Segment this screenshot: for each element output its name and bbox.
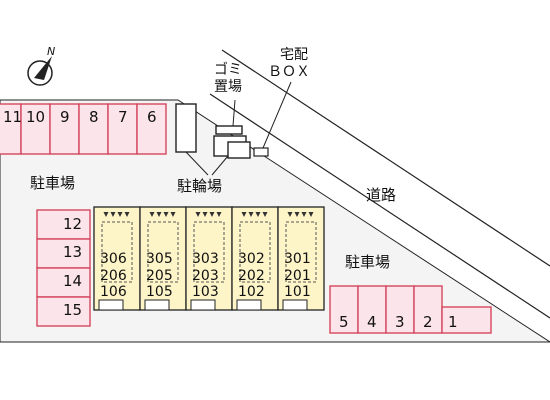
unit-room-outline: [147, 221, 179, 283]
entrance-marker: [308, 212, 314, 217]
parking-stall-7: [107, 103, 138, 155]
parking-space-12: 12: [63, 215, 83, 233]
parking-stall-15: [36, 296, 91, 327]
unit-room-outline: [285, 221, 317, 283]
balcony: [144, 299, 170, 311]
balcony: [236, 299, 262, 311]
parking-space-3: 3: [395, 313, 405, 331]
unit-101: 101: [284, 284, 311, 300]
parking-space-5: 5: [339, 313, 349, 331]
parking-stall-6: [136, 103, 167, 155]
parking-space-2: 2: [423, 313, 433, 331]
entrance-marker: [241, 212, 247, 217]
unit-206: 206: [100, 268, 127, 284]
balcony: [190, 299, 216, 311]
parking-space-11: 11: [3, 108, 23, 126]
parking-space-15: 15: [63, 301, 83, 319]
bicycle-shed: [175, 103, 197, 153]
unit-102: 102: [238, 284, 265, 300]
parking-space-13: 13: [63, 243, 83, 261]
entrance-marker: [216, 212, 222, 217]
parking-space-6: 6: [147, 108, 157, 126]
road-edge-lower: [209, 93, 550, 319]
entrance-marker: [262, 212, 268, 217]
leader-bicycle-a: [185, 151, 209, 176]
unit-205: 205: [146, 268, 173, 284]
entrance-marker: [255, 212, 261, 217]
parking-label-left: 駐車場: [30, 174, 76, 192]
parking-space-10: 10: [26, 108, 46, 126]
parking-space-8: 8: [89, 108, 99, 126]
delivery-box-label-top: 宅配: [280, 47, 308, 63]
unit-302: 302: [238, 251, 265, 267]
leader-bicycle-b: [211, 155, 229, 176]
entrance-marker: [248, 212, 254, 217]
unit-room-outline: [101, 221, 133, 283]
parking-stall-8: [78, 103, 109, 155]
parking-stall-12: [36, 209, 91, 240]
parking-space-1: 1: [448, 313, 458, 331]
unit-303: 303: [192, 251, 219, 267]
parking-label-right: 駐車場: [345, 253, 391, 271]
delivery-box: [253, 147, 269, 157]
leader-garbage: [232, 99, 236, 127]
entrance-marker: [170, 212, 176, 217]
unit-305: 305: [146, 251, 173, 267]
entrance-marker: [163, 212, 169, 217]
road-label: 道路: [366, 186, 397, 204]
parking-stall-9: [49, 103, 80, 155]
garbage-label-top: ゴミ: [214, 62, 242, 78]
unit-301: 301: [284, 251, 311, 267]
unit-105: 105: [146, 284, 173, 300]
unit-203: 203: [192, 268, 219, 284]
parking-space-14: 14: [63, 272, 83, 290]
entrance-marker: [156, 212, 162, 217]
entrance-marker: [287, 212, 293, 217]
north-arrow-icon: [27, 56, 53, 86]
parking-stall-2: [413, 285, 443, 334]
delivery-box-label-bottom: ＢＯＸ: [268, 64, 310, 80]
parking-stall-3: [385, 285, 415, 334]
entrance-marker: [294, 212, 300, 217]
entrance-marker: [124, 212, 130, 217]
parking-space-7: 7: [118, 108, 128, 126]
entrance-marker: [103, 212, 109, 217]
unit-201: 201: [284, 268, 311, 284]
entrance-marker: [301, 212, 307, 217]
entrance-marker: [209, 212, 215, 217]
garbage-area-3: [227, 141, 251, 159]
north-label: N: [47, 45, 56, 58]
unit-106: 106: [100, 284, 127, 300]
garbage-area: [215, 125, 243, 135]
entrance-marker: [149, 212, 155, 217]
unit-202: 202: [238, 268, 265, 284]
unit-room-outline: [193, 221, 225, 283]
road-edge-upper: [221, 49, 550, 267]
parking-space-9: 9: [60, 108, 70, 126]
parking-stall-5: [329, 285, 359, 334]
parking-stall-10: [20, 103, 51, 155]
parking-stall-14: [36, 267, 91, 298]
parking-stall-1: [441, 306, 492, 334]
unit-room-outline: [239, 221, 271, 283]
garbage-label-bottom: 置場: [214, 79, 242, 95]
balcony: [98, 299, 124, 311]
entrance-marker: [117, 212, 123, 217]
leader-delivery: [262, 81, 292, 149]
entrance-marker: [202, 212, 208, 217]
parking-space-4: 4: [367, 313, 377, 331]
entrance-marker: [195, 212, 201, 217]
entrance-marker: [110, 212, 116, 217]
balcony: [282, 299, 308, 311]
unit-103: 103: [192, 284, 219, 300]
unit-306: 306: [100, 251, 127, 267]
bicycle-parking-label: 駐輪場: [177, 177, 223, 195]
